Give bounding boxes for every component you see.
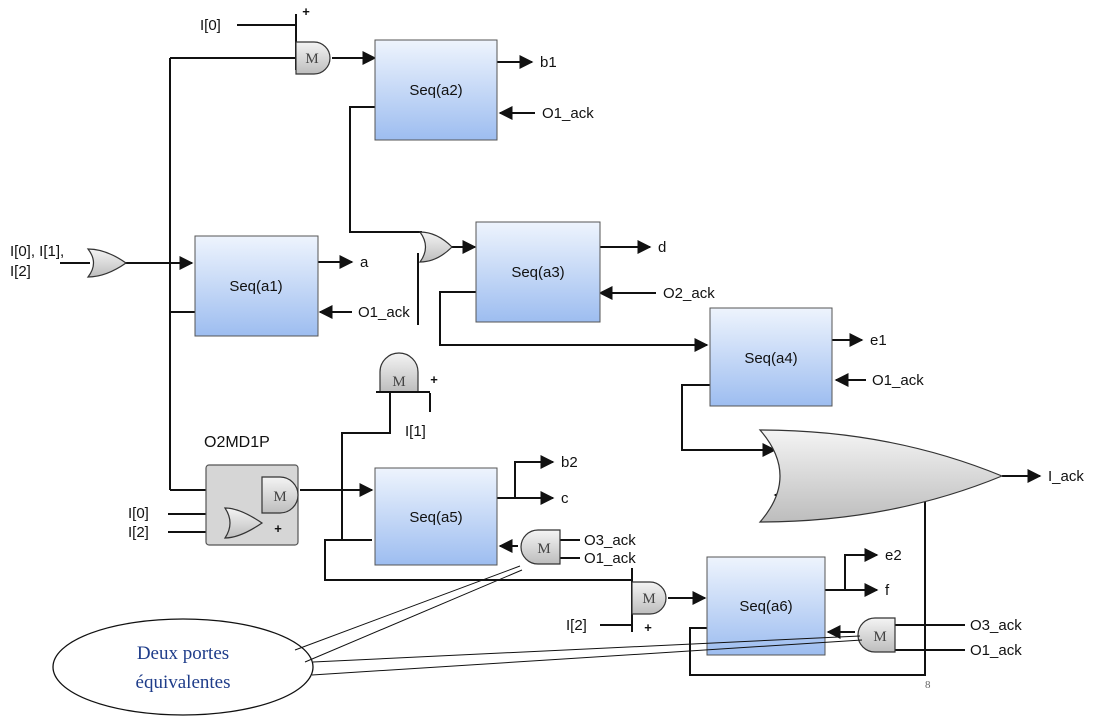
seq-a2-label: Seq(a2) <box>409 82 462 99</box>
output-b1-label: b1 <box>540 54 557 71</box>
callout-pointer-m5-b <box>312 635 861 663</box>
callout-bubble: Deux portes équivalentes <box>52 565 863 716</box>
ack-a6-o3-label: O3_ack <box>970 617 1022 634</box>
final-or-gate <box>758 429 1004 523</box>
seq-block-a5: Seq(a5) <box>374 467 498 566</box>
output-d-label: d <box>658 239 666 256</box>
ack-a4-label: O1_ack <box>872 372 924 389</box>
ack-a1-label: O1_ack <box>358 304 410 321</box>
o2md1p-muller-gate <box>261 476 299 514</box>
output-e2-label: e2 <box>885 547 902 564</box>
m4-symbol: M <box>642 591 655 607</box>
a6-to-e2-wire <box>825 548 879 591</box>
a5-to-m4-wire <box>324 539 632 581</box>
m2-plus-symbol: + <box>430 372 438 387</box>
a4-to-final-or-wire <box>681 384 777 457</box>
a5-to-b2-wire <box>497 455 555 499</box>
output-c-label: c <box>561 490 569 507</box>
page-number: 8 <box>925 679 931 691</box>
seq-a4-label: Seq(a4) <box>744 350 797 367</box>
m3-symbol: M <box>537 541 550 557</box>
input-i2-a6-label: I[2] <box>566 617 587 634</box>
input-i2-o2md1p-label: I[2] <box>128 524 149 541</box>
ack-a6-o1-label: O1_ack <box>970 642 1022 659</box>
seq-block-a2: Seq(a2) <box>374 39 498 141</box>
o2md1p-component: M + <box>205 464 299 546</box>
muller-gate-m5: M <box>857 617 896 653</box>
ack-a2-label: O1_ack <box>542 105 594 122</box>
or-input-label-line2: I[2] <box>10 263 31 280</box>
muller-gate-m4: M + <box>631 581 667 635</box>
m2-symbol: M <box>392 374 405 390</box>
input-i0-o2md1p-label: I[0] <box>128 505 149 522</box>
or-input-label-line1: I[0], I[1], <box>10 243 64 260</box>
callout-pointer-m3-a <box>294 565 521 651</box>
o2md1p-or-gate <box>223 507 264 539</box>
output-a-label: a <box>360 254 369 271</box>
m4-plus-symbol: + <box>644 620 652 635</box>
m2-to-a5-loop-wire <box>341 392 391 540</box>
muller-gate-m2: M + <box>376 352 438 393</box>
a2-feedback-wire <box>349 106 422 233</box>
input-i1-label: I[1] <box>405 423 426 440</box>
seq-a5-label: Seq(a5) <box>409 509 462 526</box>
muller-gate-m1: M + <box>295 4 331 75</box>
o2md1p-plus-symbol: + <box>274 521 282 536</box>
ack-a5-o3-label: O3_ack <box>584 532 636 549</box>
wires <box>60 14 1042 676</box>
seq-block-a3: Seq(a3) <box>475 221 601 323</box>
o2md1p-muller-symbol: M <box>273 489 286 505</box>
m5-symbol: M <box>873 629 886 645</box>
ack-a5-o1-label: O1_ack <box>584 550 636 567</box>
input-or-gate <box>86 248 128 278</box>
output-e1-label: e1 <box>870 332 887 349</box>
m1-plus-symbol: + <box>302 4 310 19</box>
m1-symbol: M <box>305 51 318 67</box>
ack-a3-label: O2_ack <box>663 285 715 302</box>
o2md1p-title: O2MD1P <box>204 434 270 451</box>
seq-block-a4: Seq(a4) <box>709 307 833 407</box>
callout-pointer-m3-b <box>304 569 523 663</box>
callout-line2: équivalentes <box>136 672 231 693</box>
seq-block-a1: Seq(a1) <box>194 235 319 337</box>
output-iack-label: I_ack <box>1048 468 1084 485</box>
middle-or-gate <box>418 231 453 263</box>
output-b2-label: b2 <box>561 454 578 471</box>
callout-line1: Deux portes <box>137 643 229 664</box>
muller-gate-m3: M <box>520 529 561 565</box>
input-i0-top-label: I[0] <box>200 17 221 34</box>
callout-pointer-m5-a <box>311 639 863 676</box>
seq-a6-label: Seq(a6) <box>739 598 792 615</box>
a3-to-a4-wire <box>439 291 709 352</box>
seq-a1-label: Seq(a1) <box>229 278 282 295</box>
output-f-label: f <box>885 582 890 599</box>
seq-a3-label: Seq(a3) <box>511 264 564 281</box>
